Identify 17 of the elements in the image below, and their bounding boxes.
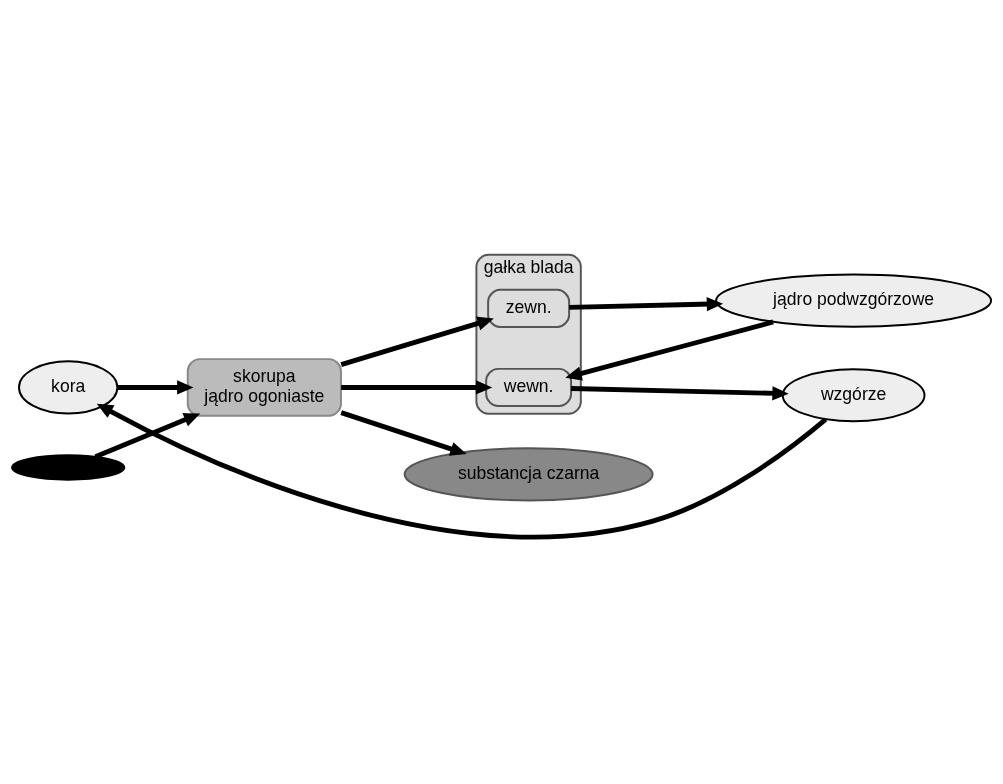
node-ellipse: kora — [18, 360, 119, 415]
node-ellipse — [11, 454, 126, 481]
arrow — [340, 316, 494, 367]
node-box: zewn. — [487, 288, 571, 328]
node-ellipse: jądro podwzgórzowe — [715, 273, 993, 328]
node-box: wewn. — [485, 367, 573, 407]
arrow — [340, 410, 467, 456]
node-box: skorupa jądro ogoniaste — [186, 358, 342, 417]
arrow — [96, 403, 828, 540]
arrow — [565, 319, 774, 381]
arrow — [571, 386, 789, 401]
arrow — [94, 413, 201, 459]
node-ellipse: wzgórze — [781, 368, 926, 423]
arrow — [341, 380, 493, 395]
arrow — [117, 380, 194, 395]
node-ellipse: substancja czarna — [403, 447, 654, 502]
arrow — [569, 296, 724, 312]
